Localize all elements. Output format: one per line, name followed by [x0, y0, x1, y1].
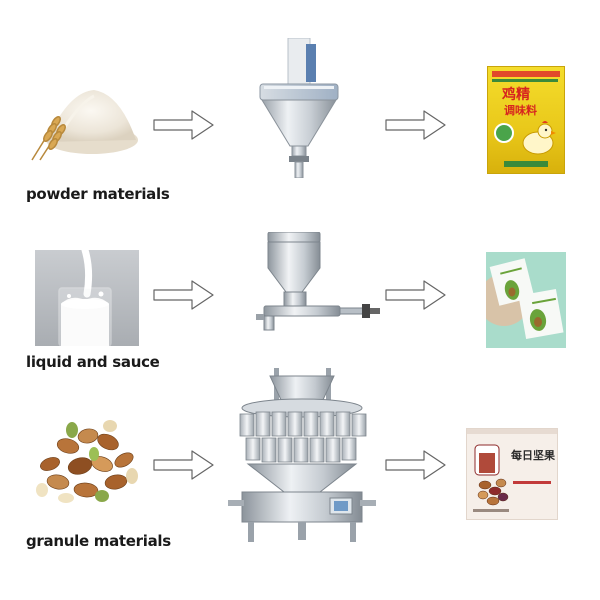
- seasoning-pouch-title: 鸡精: [502, 87, 530, 103]
- arrow-right-icon: [153, 450, 214, 480]
- powder-row: 鸡精 调味料 powder materials: [0, 0, 600, 210]
- arrow-right-icon: [385, 280, 446, 310]
- seasoning-pouch-icon: 鸡精 调味料: [487, 66, 565, 174]
- arrow-right-icon: [153, 110, 214, 140]
- arrow-right-icon: [385, 450, 446, 480]
- avocado-sachets-icon: [486, 252, 566, 348]
- mixed-nuts-pile-icon: [36, 420, 138, 503]
- row-label-liquid: liquid and sauce: [26, 353, 160, 371]
- row-label-powder: powder materials: [26, 185, 170, 203]
- piston-paste-filler-icon: [256, 232, 380, 331]
- nuts-pouch-title: 每日坚果: [511, 449, 555, 462]
- row-label-granule: granule materials: [26, 532, 171, 550]
- arrow-right-icon: [153, 280, 214, 310]
- chicken-icon: [522, 121, 556, 155]
- granule-row: 每日坚果 granule materials: [0, 368, 600, 600]
- auger-powder-filler-icon: [259, 38, 339, 178]
- multihead-weigher-icon: [228, 368, 376, 542]
- mixed-nuts-pouch-icon: 每日坚果: [466, 428, 558, 520]
- liquid-row: liquid and sauce: [0, 210, 600, 380]
- arrow-right-icon: [385, 110, 446, 140]
- seasoning-pouch-subtitle: 调味料: [504, 104, 537, 117]
- flour-pile-with-wheat-icon: [31, 90, 138, 161]
- milk-splash-glass-icon: [35, 250, 139, 346]
